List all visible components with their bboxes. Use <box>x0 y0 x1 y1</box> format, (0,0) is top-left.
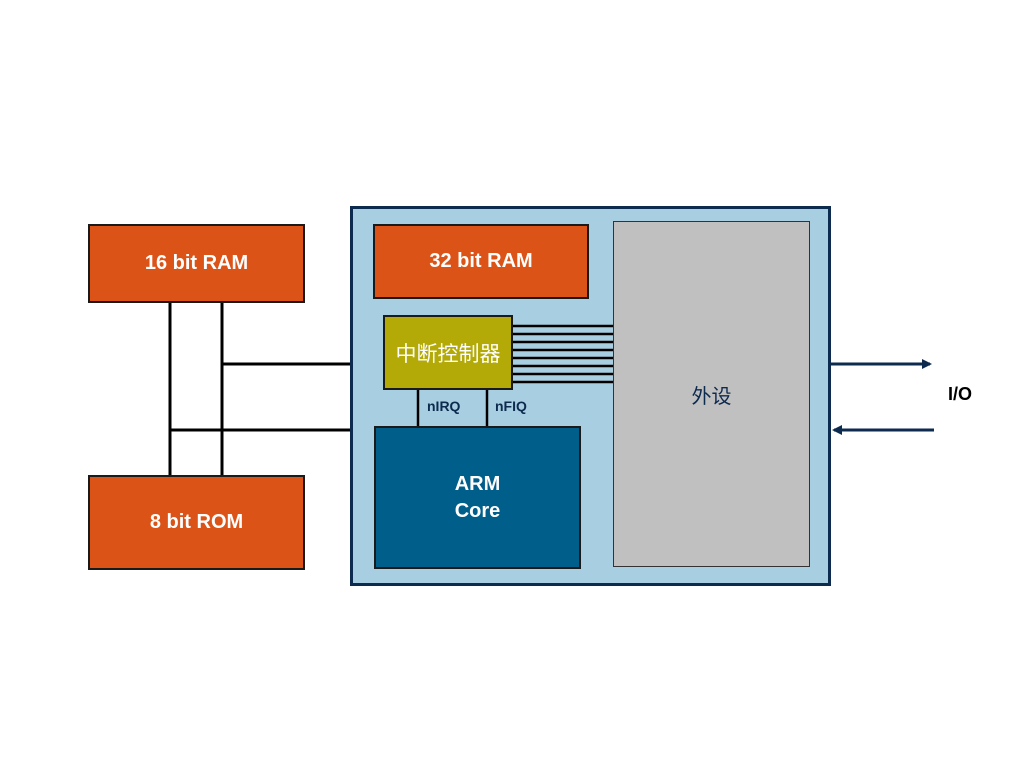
ram-16bit-block: 16 bit RAM <box>88 224 305 303</box>
interrupt-controller-block: 中断控制器 <box>383 315 513 390</box>
arm-core-label-line2: Core <box>454 499 501 522</box>
interrupt-controller-label: 中断控制器 <box>395 342 501 366</box>
nirq-label: nIRQ <box>427 398 461 414</box>
ram-16bit-label: 16 bit RAM <box>144 252 249 274</box>
arm-core-label-line1: ARM <box>454 472 501 495</box>
ram-32bit-block: 32 bit RAM <box>373 224 589 299</box>
nfiq-label: nFIQ <box>495 398 527 414</box>
peripherals-label: 外设 <box>691 385 732 408</box>
ram-32bit-label: 32 bit RAM <box>429 250 533 272</box>
rom-8bit-label: 8 bit ROM <box>149 511 244 533</box>
io-label: I/O <box>948 384 973 404</box>
rom-8bit-block: 8 bit ROM <box>88 475 305 570</box>
peripherals-block: 外设 <box>613 221 810 567</box>
arm-core-block: ARM Core <box>374 426 581 569</box>
arm-core-label: ARM Core <box>376 428 579 567</box>
